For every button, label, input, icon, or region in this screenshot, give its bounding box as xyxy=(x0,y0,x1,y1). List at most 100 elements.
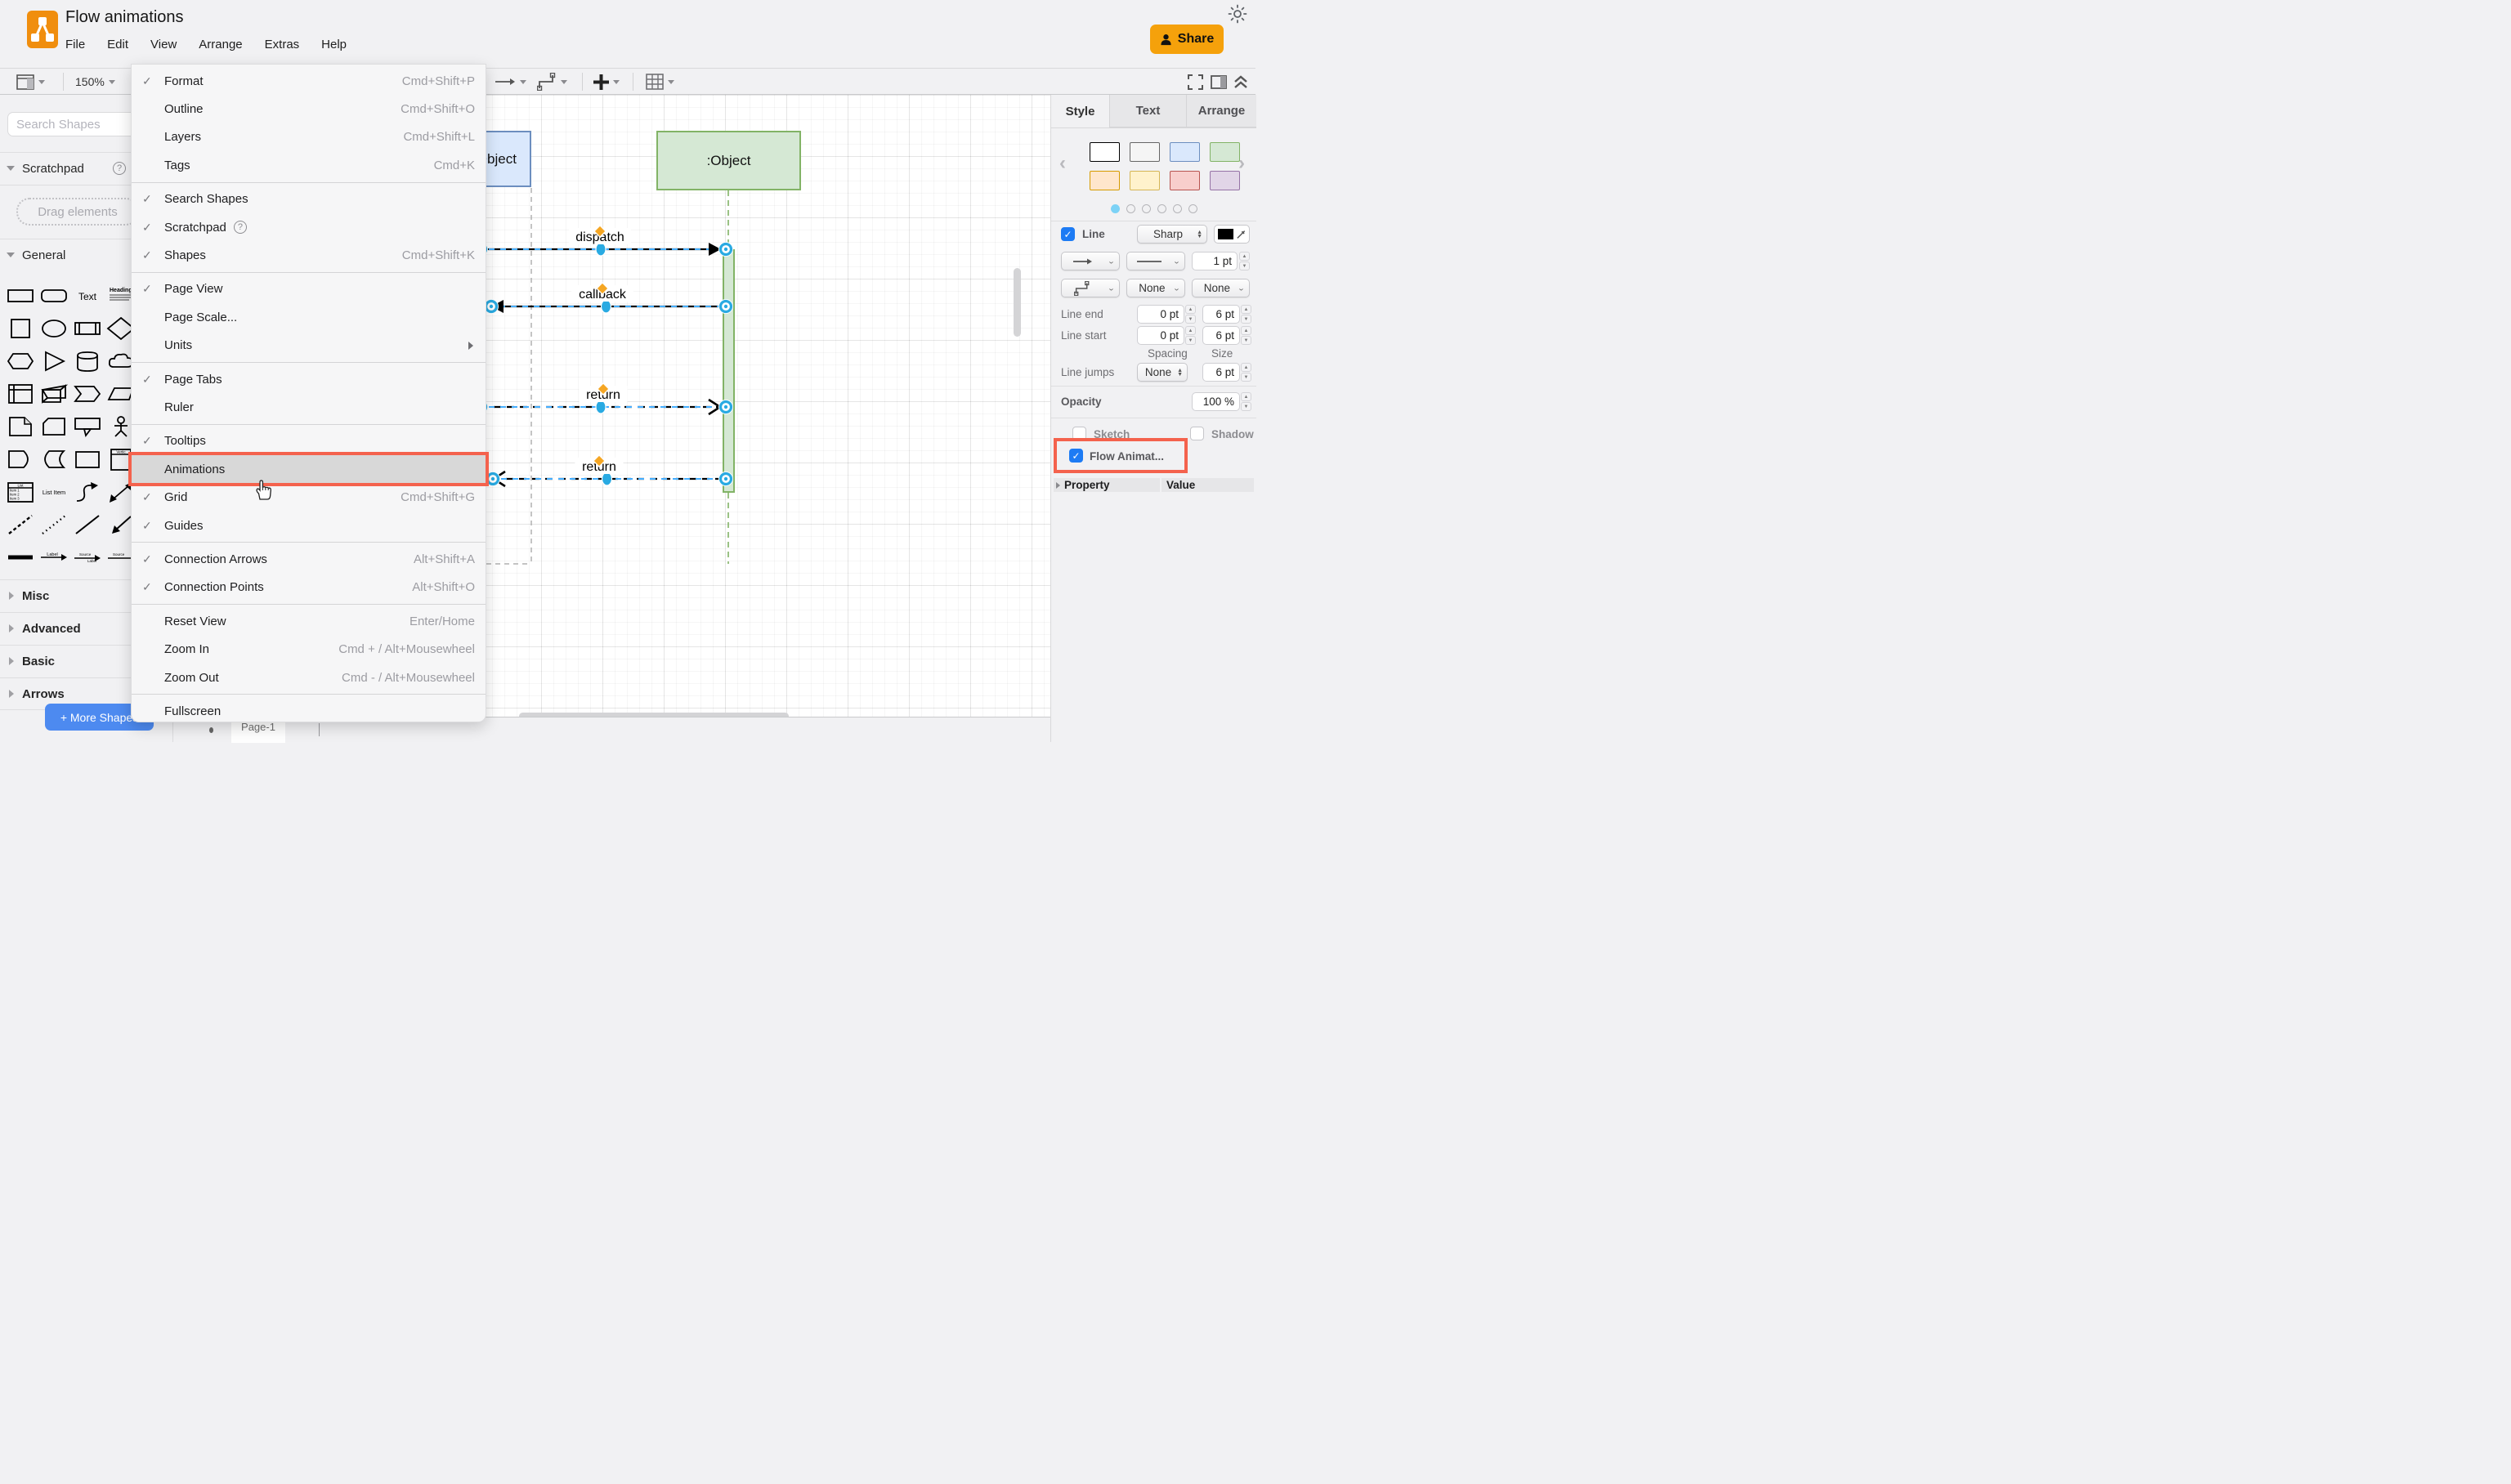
line-start-size-input[interactable]: 6 pt xyxy=(1202,326,1240,345)
waypoint-select[interactable]: ⌄ xyxy=(1061,279,1120,297)
sidebar-section-misc[interactable]: Misc xyxy=(0,584,173,607)
line-end-select[interactable]: None ⌄ xyxy=(1192,279,1250,297)
menubar-item-view[interactable]: View xyxy=(150,38,177,51)
scratchpad-dropzone[interactable]: Drag elements xyxy=(16,198,139,226)
line-end-spacing-input[interactable]: 0 pt xyxy=(1137,305,1184,324)
style-swatch[interactable] xyxy=(1210,142,1240,162)
menu-item-search-shapes[interactable]: ✓Search Shapes xyxy=(132,186,486,213)
style-swatch[interactable] xyxy=(1130,142,1160,162)
shape-cube[interactable] xyxy=(37,378,70,410)
theme-toggle-sun-icon[interactable] xyxy=(1228,4,1247,24)
line-pattern-select[interactable]: ⌄ xyxy=(1126,252,1185,270)
tab-arrange[interactable]: Arrange xyxy=(1186,95,1256,127)
edge-graphic[interactable] xyxy=(596,382,611,396)
shape-directional-arrow[interactable] xyxy=(104,508,137,541)
line-style-select[interactable]: Sharp ▲▼ xyxy=(1137,225,1207,244)
line-end-spacing-stepper[interactable]: ▲▼ xyxy=(1185,305,1196,324)
shape-delay[interactable] xyxy=(3,443,37,476)
shape-curve-arrow[interactable] xyxy=(70,476,104,508)
shape-hexagon[interactable] xyxy=(3,345,37,378)
shape-arrow-label[interactable]: Label xyxy=(37,541,70,574)
edge-graphic[interactable] xyxy=(723,405,728,409)
line-start-select[interactable]: None ⌄ xyxy=(1126,279,1185,297)
style-swatch[interactable] xyxy=(1170,171,1200,190)
edge-graphic[interactable] xyxy=(595,281,610,296)
zoom-dropdown[interactable]: 150% xyxy=(75,69,115,95)
menu-item-page-scale[interactable]: Page Scale... xyxy=(132,303,486,331)
shape-dashed-line[interactable] xyxy=(3,508,37,541)
vertical-scrollbar[interactable] xyxy=(1014,268,1021,337)
edge-graphic[interactable] xyxy=(723,476,728,481)
shape-curve-shape[interactable] xyxy=(37,443,70,476)
menubar-item-help[interactable]: Help xyxy=(321,38,347,51)
shape-link[interactable] xyxy=(3,541,37,574)
menubar-item-edit[interactable]: Edit xyxy=(107,38,129,51)
swatch-page-dot[interactable] xyxy=(1172,204,1182,213)
shadow-checkbox[interactable] xyxy=(1190,427,1204,440)
menu-item-scratchpad[interactable]: ✓Scratchpad? xyxy=(132,213,486,241)
edge-graphic[interactable] xyxy=(595,400,606,414)
shape-text[interactable]: Text xyxy=(70,279,104,312)
opacity-input[interactable]: 100 % xyxy=(1192,392,1240,411)
shape-rounded-rectangle[interactable] xyxy=(37,279,70,312)
line-end-size-stepper[interactable]: ▲▼ xyxy=(1241,305,1251,324)
line-width-input[interactable]: 1 pt xyxy=(1192,252,1238,270)
line-start-spacing-input[interactable]: 0 pt xyxy=(1137,326,1184,345)
search-shapes-input[interactable] xyxy=(16,117,165,132)
shape-internal-storage[interactable] xyxy=(3,378,37,410)
shape-rectangle-2[interactable] xyxy=(70,443,104,476)
view-panels-button[interactable] xyxy=(16,69,45,95)
swatch-page-dot[interactable] xyxy=(1157,204,1166,213)
shape-two-way-arrow[interactable] xyxy=(104,476,137,508)
property-header-cell[interactable]: Property xyxy=(1054,478,1160,492)
edge-graphic[interactable] xyxy=(490,476,495,481)
pages-overflow-dot[interactable] xyxy=(209,727,213,733)
shape-triangle[interactable] xyxy=(37,345,70,378)
style-swatch[interactable] xyxy=(1090,142,1120,162)
edge-graphic[interactable] xyxy=(593,224,607,239)
table-button[interactable] xyxy=(646,69,674,95)
shape-note[interactable] xyxy=(3,410,37,443)
menu-item-page-view[interactable]: ✓Page View xyxy=(132,275,486,303)
shape-rectangle[interactable] xyxy=(3,279,37,312)
tab-text[interactable]: Text xyxy=(1109,95,1186,127)
line-width-stepper[interactable]: ▲▼ xyxy=(1239,252,1250,270)
menu-item-animations[interactable]: Animations xyxy=(128,452,489,487)
menu-item-ruler[interactable]: Ruler xyxy=(132,393,486,421)
menu-item-fullscreen[interactable]: Fullscreen xyxy=(132,697,486,725)
swatch-page-dot[interactable] xyxy=(1110,204,1120,213)
line-start-size-stepper[interactable]: ▲▼ xyxy=(1241,326,1251,345)
help-icon[interactable]: ? xyxy=(113,162,126,175)
swatch-next-icon[interactable]: › xyxy=(1238,152,1245,174)
edge-graphic[interactable] xyxy=(723,247,728,252)
menu-item-guides[interactable]: ✓Guides xyxy=(132,512,486,539)
shape-step[interactable] xyxy=(70,378,104,410)
style-swatch[interactable] xyxy=(1090,171,1120,190)
swatch-page-dot[interactable] xyxy=(1141,204,1151,213)
line-jumps-select[interactable]: None ▲▼ xyxy=(1137,363,1188,382)
fullscreen-button[interactable] xyxy=(1188,69,1203,95)
share-button[interactable]: Share xyxy=(1150,25,1224,54)
edge-graphic[interactable] xyxy=(600,299,612,314)
menubar-item-extras[interactable]: Extras xyxy=(264,38,300,51)
shape-ellipse[interactable] xyxy=(37,312,70,345)
shape-dotted-line[interactable] xyxy=(37,508,70,541)
shape-cylinder[interactable] xyxy=(70,345,104,378)
edge-graphic[interactable] xyxy=(592,454,606,468)
shape-process[interactable] xyxy=(70,312,104,345)
swatch-page-dot[interactable] xyxy=(1188,204,1197,213)
general-section[interactable]: General xyxy=(0,244,173,266)
sidebar-section-advanced[interactable]: Advanced xyxy=(0,617,173,640)
edge-graphic[interactable] xyxy=(601,472,613,486)
style-swatch[interactable] xyxy=(1210,171,1240,190)
swatch-page-dot[interactable] xyxy=(1126,204,1135,213)
line-checkbox[interactable]: ✓ xyxy=(1061,227,1075,241)
